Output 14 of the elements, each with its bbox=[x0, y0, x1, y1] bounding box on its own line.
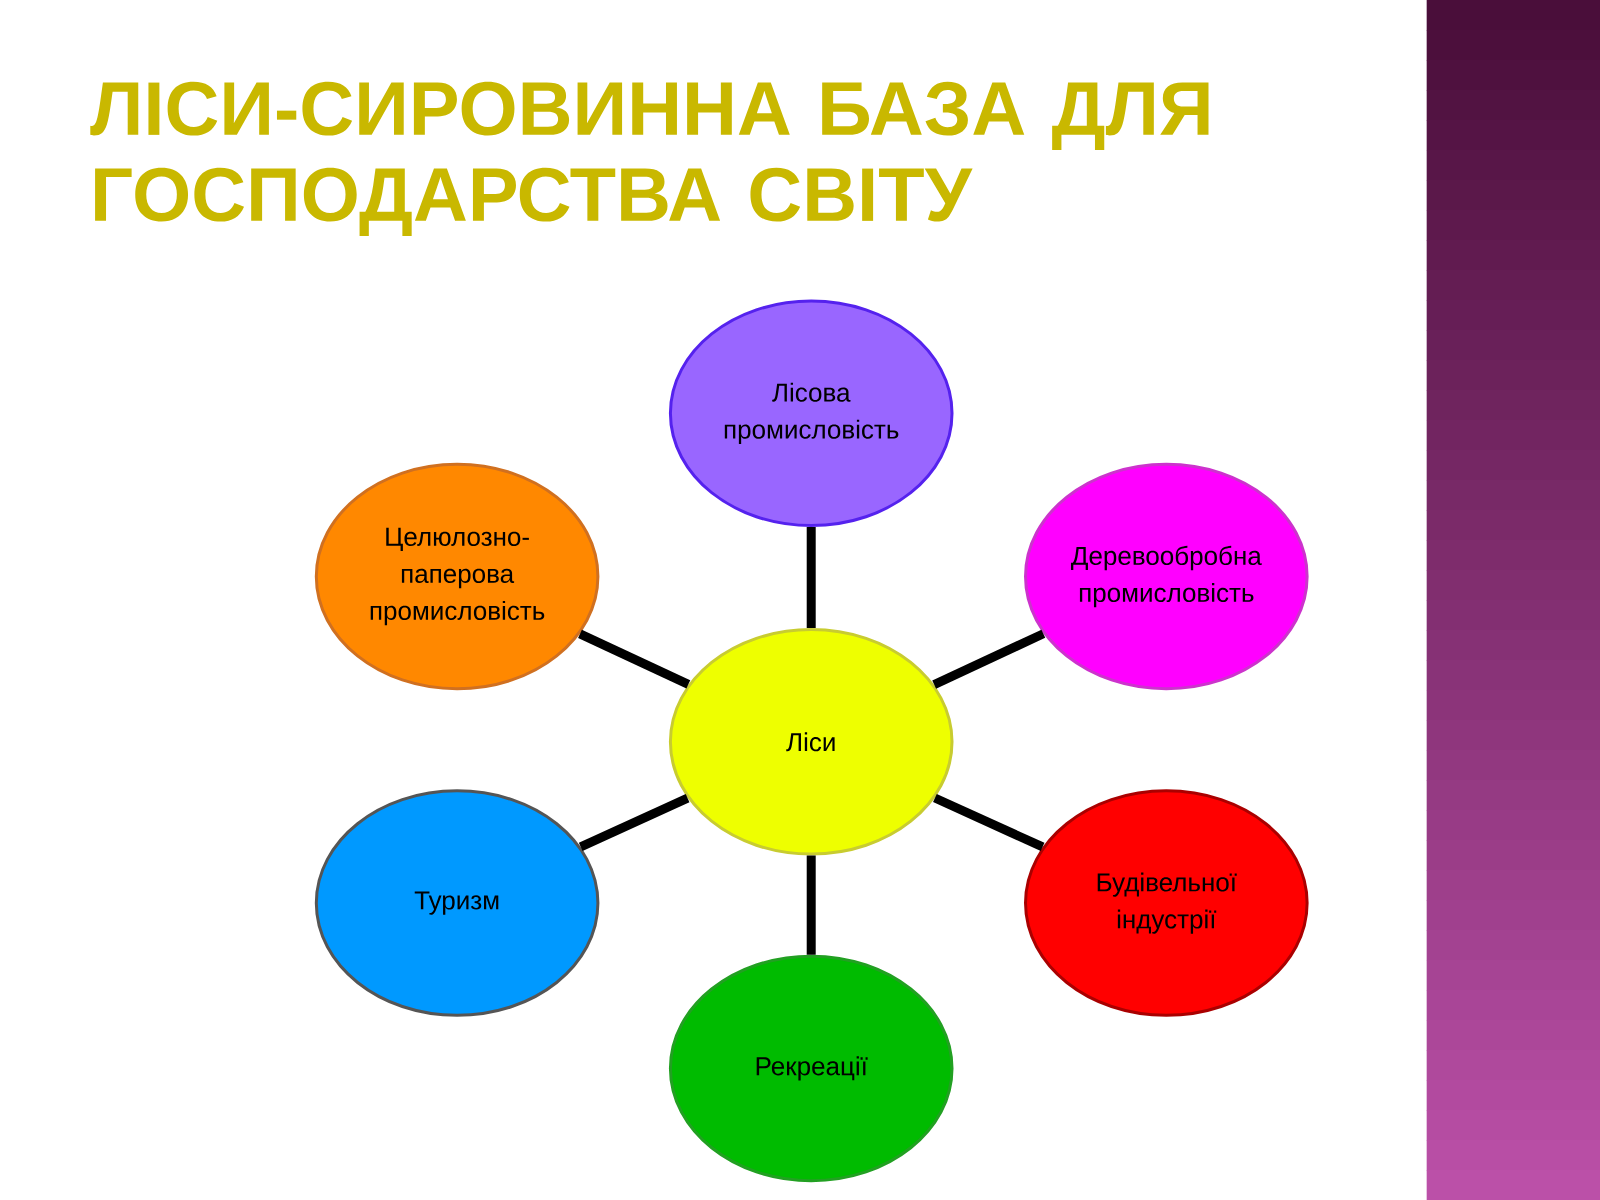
ellipse-node: Рекреації bbox=[668, 954, 954, 1183]
ellipse-node: Будівельної індустрії bbox=[1024, 789, 1309, 1017]
connector-line bbox=[806, 855, 816, 955]
title: ЛІСИ-СИРОВИННА БАЗА ДЛЯ ГОСПОДАРСТВА СВІТУ bbox=[90, 81, 1209, 236]
connector-line bbox=[578, 629, 691, 689]
ellipse-node: Деревообробна промисловість bbox=[1024, 462, 1309, 691]
connector-line bbox=[932, 629, 1046, 689]
connector-line bbox=[806, 527, 816, 629]
ellipse-node: Туризм bbox=[314, 789, 600, 1017]
connector-line bbox=[933, 793, 1045, 851]
ellipse-node: Лісова промисловість bbox=[668, 299, 954, 528]
ellipse-node: Целюлозно- паперова промисловість bbox=[314, 462, 600, 691]
ellipse-node: Ліси bbox=[668, 628, 954, 856]
connector-line bbox=[578, 794, 690, 851]
